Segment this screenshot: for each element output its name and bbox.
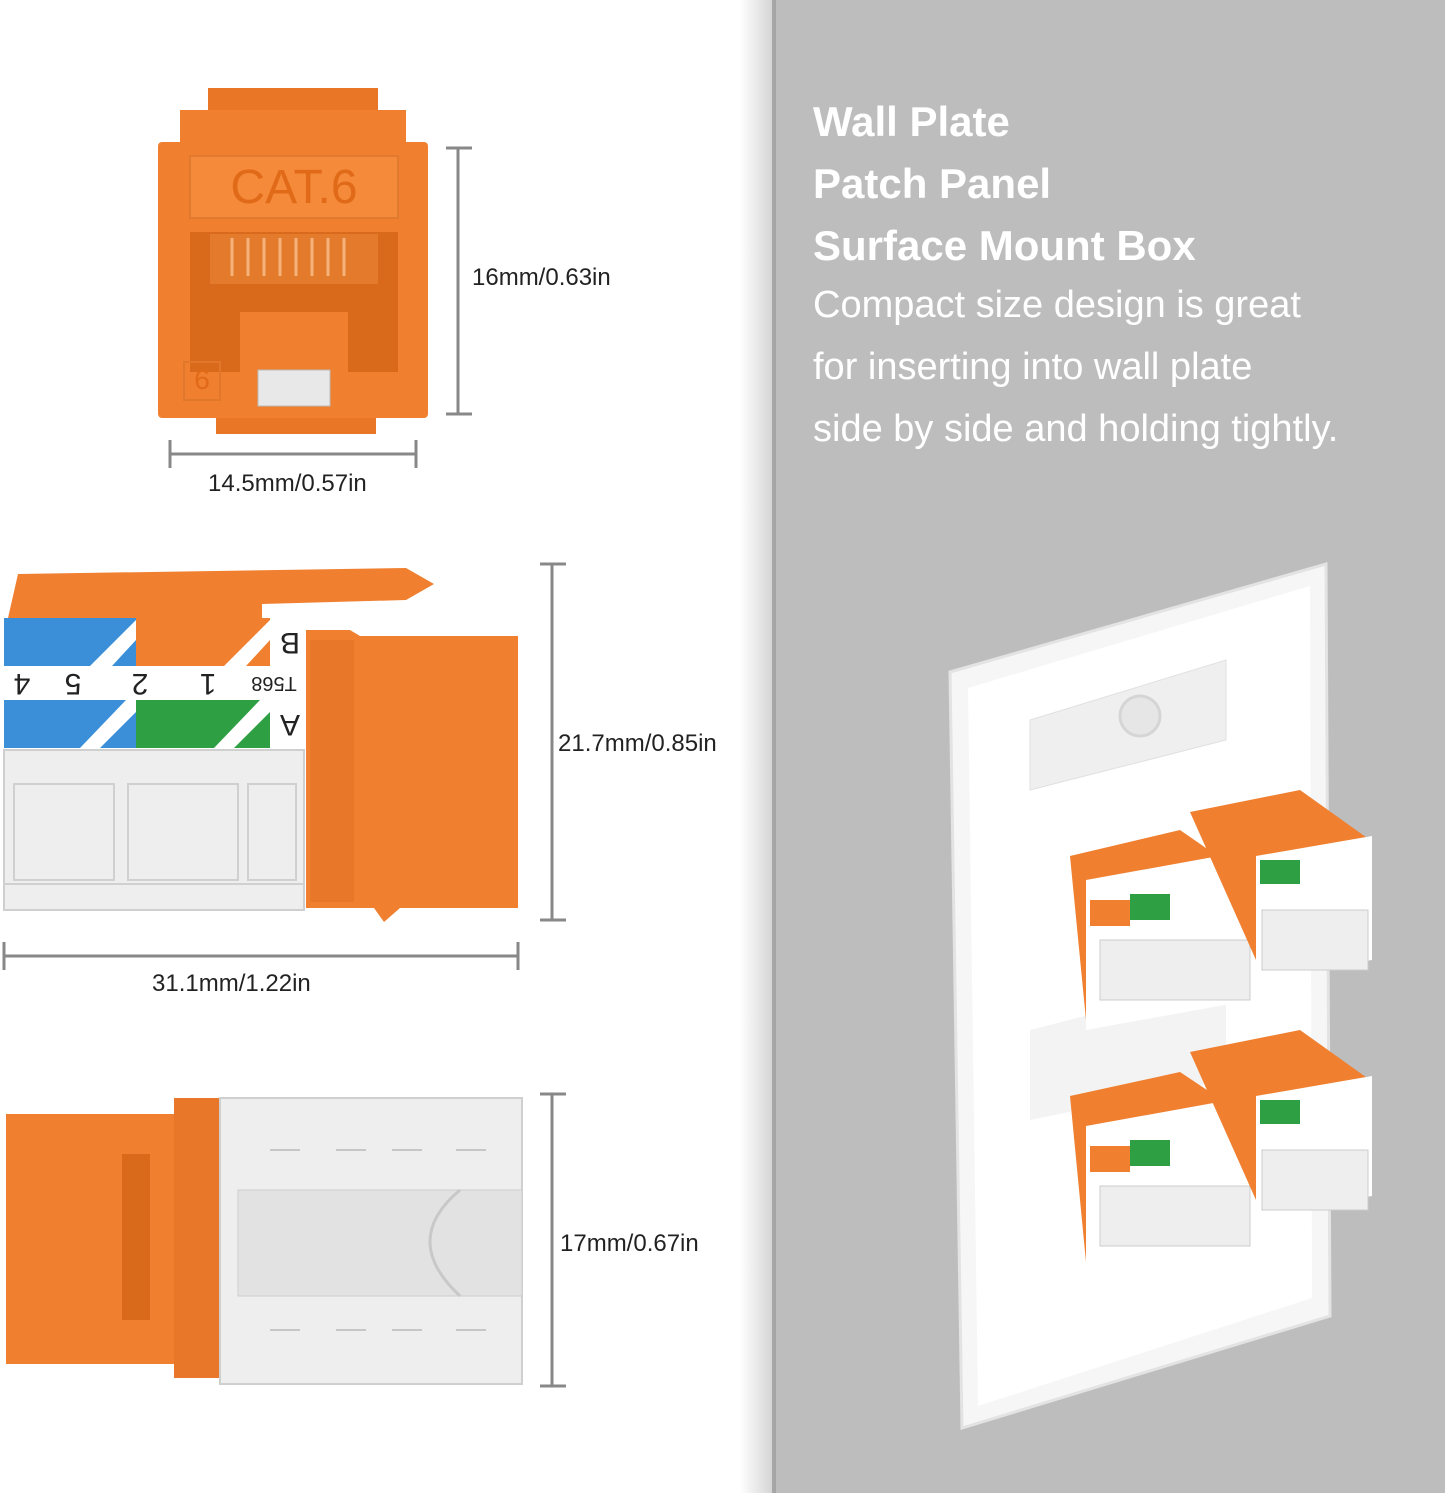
row-a-label: A [280, 708, 301, 741]
pin-row: T568 1 2 5 4 [4, 666, 306, 700]
headline-line-3: Surface Mount Box [813, 222, 1196, 269]
headline-line-1: Wall Plate [813, 98, 1010, 145]
pin-label: 1 [199, 667, 217, 700]
description-line-1: Compact size design is great [813, 284, 1301, 326]
side-length-dimension-line [2, 942, 520, 970]
description-line-3: side by side and holding tightly. [813, 408, 1339, 450]
bottom-height-label: 17mm/0.67in [560, 1230, 699, 1257]
front-width-dimension-line [168, 440, 418, 468]
pin-label: 4 [13, 667, 31, 700]
wall-plate-icon [948, 562, 1372, 1431]
row-b-label: B [280, 626, 301, 659]
pin-label: 2 [131, 667, 149, 700]
wall-plate-jack-3 [1070, 1072, 1252, 1270]
panel-divider-shadow [740, 0, 776, 1493]
wall-plate-jack-1 [1070, 830, 1252, 1030]
bottom-height-dimension-line [540, 1092, 566, 1388]
standard-label: T568 [251, 672, 297, 695]
jack-corner-mark: 6 [194, 364, 210, 395]
jack-bottom-view-icon [6, 1097, 523, 1385]
jack-side-view-icon [3, 568, 518, 922]
wall-plate-jack-2 [1190, 790, 1372, 980]
pin-label: 5 [64, 667, 82, 700]
front-height-label: 16mm/0.63in [472, 264, 611, 291]
description-line-2: for inserting into wall plate [813, 346, 1253, 388]
wall-plate-jack-4 [1190, 1030, 1372, 1216]
side-height-label: 21.7mm/0.85in [558, 730, 717, 757]
side-length-label: 31.1mm/1.22in [152, 970, 311, 997]
jack-front-view-icon [158, 88, 428, 434]
front-width-label: 14.5mm/0.57in [208, 470, 367, 497]
headline-line-2: Patch Panel [813, 160, 1052, 207]
side-height-dimension-line [540, 562, 566, 922]
jack-stamp-text: CAT.6 [230, 161, 358, 214]
front-height-dimension-line [446, 146, 472, 416]
